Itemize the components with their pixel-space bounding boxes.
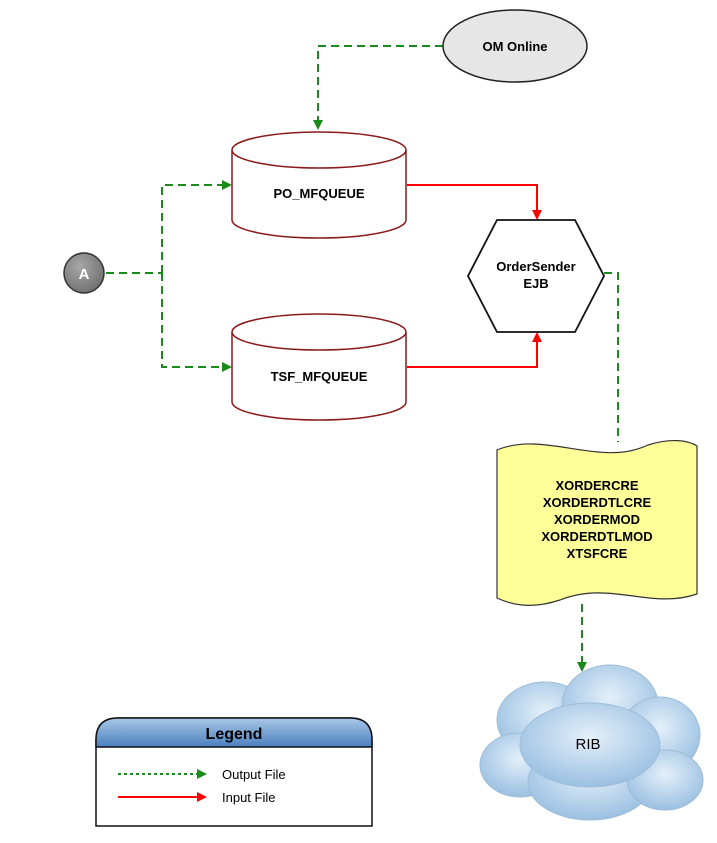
rib-label: RIB	[575, 736, 600, 753]
message-item: XORDERDTLCRE	[543, 495, 652, 510]
po-mfqueue-queue: PO_MFQUEUE	[231, 131, 407, 239]
ordersender-label-line1: OrderSender	[496, 259, 575, 274]
message-item: XORDERDTLMOD	[541, 529, 652, 544]
connector-a-node: A	[63, 252, 105, 294]
tsf-mfqueue-label: TSF_MFQUEUE	[271, 369, 368, 384]
legend-input-label: Input File	[222, 790, 275, 805]
legend-output-label: Output File	[222, 767, 286, 782]
output-connectors	[106, 45, 619, 672]
tsf-mfqueue-to-ordersender-line	[407, 332, 542, 368]
connector-a-to-tsf-mfqueue-line	[161, 273, 232, 372]
message-item: XORDERCRE	[555, 478, 638, 493]
legend-box: Legend Output File Input File	[95, 717, 373, 827]
po-mfqueue-to-ordersender-line	[407, 184, 542, 220]
connector-a-to-po-mfqueue-line	[161, 180, 232, 273]
messages-document: XORDERCRE XORDERDTLCRE XORDERMOD XORDERD…	[496, 440, 698, 606]
message-item: XTSFCRE	[567, 546, 628, 561]
connector-a-label: A	[79, 266, 90, 283]
tsf-mfqueue-queue: TSF_MFQUEUE	[231, 313, 407, 421]
legend-title: Legend	[206, 726, 263, 743]
ordersender-to-messages-line	[604, 272, 619, 442]
ordersender-ejb-node: OrderSender EJB	[466, 219, 606, 333]
rib-cloud: RIB	[479, 664, 704, 821]
po-mfqueue-label: PO_MFQUEUE	[273, 186, 364, 201]
input-connectors	[407, 184, 542, 368]
om-online-label: OM Online	[483, 39, 548, 54]
om-online-to-po-mfqueue-line	[313, 45, 443, 130]
ordersender-label-line2: EJB	[523, 276, 548, 291]
message-item: XORDERMOD	[554, 512, 640, 527]
om-online-node: OM Online	[442, 9, 588, 83]
